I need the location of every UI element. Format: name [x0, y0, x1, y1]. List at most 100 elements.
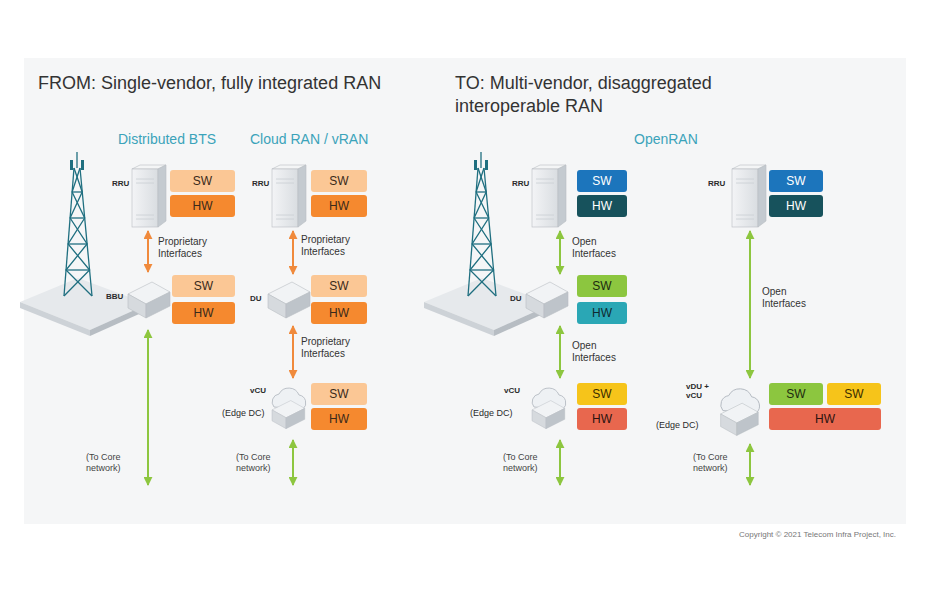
software-box: SW: [577, 170, 627, 192]
interface-arrow: [292, 231, 294, 274]
interface-arrow: [559, 326, 561, 378]
device-label: vCU: [250, 386, 266, 395]
hardware-box: HW: [311, 408, 367, 430]
device-node: RRU: [512, 163, 568, 229]
box-text: SW: [844, 387, 863, 401]
vcu-device: [272, 388, 306, 429]
box-text: SW: [329, 279, 348, 293]
interface-label: Open Interfaces: [572, 340, 628, 364]
box-text: SW: [592, 174, 611, 188]
box-text: SW: [786, 174, 805, 188]
bbu-device: [128, 282, 170, 318]
interface-arrow: [559, 231, 561, 274]
du-device: [526, 282, 568, 318]
software-box: SW: [577, 383, 627, 405]
interface-arrow: [749, 231, 751, 378]
interface-label: Proprietary Interfaces: [158, 236, 220, 260]
core-note: (To Core network): [503, 452, 557, 475]
hardware-box: HW: [577, 195, 627, 217]
box-text: SW: [592, 279, 611, 293]
device-label: RRU: [708, 179, 725, 188]
device-label: BBU: [106, 292, 123, 301]
software-box: SW: [311, 383, 367, 405]
device-node: DU: [510, 276, 568, 324]
rru-device: [732, 165, 766, 227]
box-text: SW: [329, 387, 348, 401]
section-title: OpenRAN: [634, 131, 734, 149]
rru-device: [532, 165, 566, 227]
core-arrow: [559, 440, 561, 485]
box-text: SW: [193, 174, 212, 188]
software-box: SW: [311, 170, 367, 192]
interface-label: Open Interfaces: [572, 236, 628, 260]
box-text: SW: [786, 387, 805, 401]
background-panel: [24, 58, 906, 524]
box-text: SW: [329, 174, 348, 188]
hardware-box: HW: [577, 302, 627, 324]
box-text: HW: [592, 412, 612, 426]
box-text: HW: [193, 199, 213, 213]
box-text: SW: [592, 387, 611, 401]
interface-arrow: [292, 326, 294, 378]
hardware-box: HW: [311, 302, 367, 324]
software-box: SW: [311, 275, 367, 297]
device-label: DU: [510, 294, 522, 303]
device-label: DU: [250, 294, 262, 303]
box-text: HW: [194, 306, 214, 320]
interface-label: Proprietary Interfaces: [301, 336, 363, 360]
interface-arrow: [147, 231, 149, 272]
hardware-box: HW: [172, 302, 235, 324]
device-label: RRU: [252, 179, 269, 188]
software-box: SW: [577, 275, 627, 297]
section-title: Cloud RAN / vRAN: [250, 131, 390, 149]
du-device: [268, 282, 310, 318]
device-label: RRU: [112, 179, 129, 188]
device-label: (Edge DC): [222, 408, 265, 418]
heading: FROM: Single-vendor, fully integrated RA…: [38, 72, 438, 95]
rru-device: [132, 165, 166, 227]
device-node: vCU (Edge DC): [470, 380, 568, 436]
hardware-box: HW: [577, 408, 627, 430]
vdu-vcu-device: [721, 389, 760, 436]
core-arrow: [749, 444, 751, 485]
section-title: Distributed BTS: [118, 131, 248, 149]
device-node: RRU: [252, 163, 308, 229]
software-box: SW: [769, 170, 823, 192]
software-box: SW: [172, 275, 235, 297]
device-label: (Edge DC): [656, 420, 699, 430]
interface-label: Open Interfaces: [762, 286, 818, 310]
device-node: vDU + vCU (Edge DC): [656, 380, 764, 440]
device-label: (Edge DC): [470, 408, 513, 418]
device-label: vDU + vCU: [686, 382, 714, 400]
heading: TO: Multi-vendor, disaggregated interope…: [455, 72, 785, 117]
box-text: HW: [329, 412, 349, 426]
hardware-box: HW: [769, 408, 881, 430]
device-node: RRU: [112, 163, 168, 229]
device-node: vCU (Edge DC): [222, 380, 308, 436]
box-text: HW: [815, 412, 835, 426]
core-note: (To Core network): [693, 452, 747, 475]
software-box: SW: [170, 170, 235, 192]
box-text: HW: [329, 199, 349, 213]
vcu-device: [532, 388, 566, 429]
core-note: (To Core network): [236, 452, 290, 475]
box-text: HW: [329, 306, 349, 320]
device-node: BBU: [106, 274, 170, 324]
core-arrow: [147, 330, 149, 485]
device-node: RRU: [708, 163, 768, 229]
software-box: SW: [827, 383, 881, 405]
interface-label: Proprietary Interfaces: [301, 234, 363, 258]
copyright-note: Copyright © 2021 Telecom Infra Project, …: [600, 530, 896, 540]
hardware-box: HW: [769, 195, 823, 217]
box-text: HW: [786, 199, 806, 213]
device-label: vCU: [504, 386, 520, 395]
core-arrow: [292, 440, 294, 485]
device-label: RRU: [512, 179, 529, 188]
hardware-box: HW: [170, 195, 235, 217]
hardware-box: HW: [311, 195, 367, 217]
box-text: HW: [592, 199, 612, 213]
rru-device: [272, 165, 306, 227]
box-text: HW: [592, 306, 612, 320]
box-text: SW: [194, 279, 213, 293]
